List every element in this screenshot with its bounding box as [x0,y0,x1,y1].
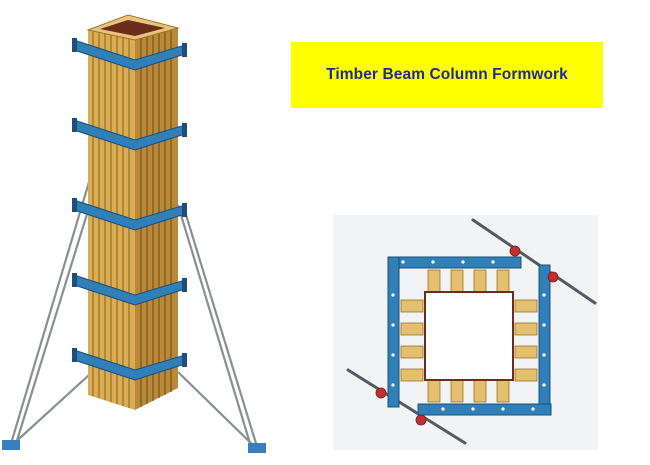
waler-couplers [72,38,187,367]
base-plates [2,440,266,453]
title-banner: Timber Beam Column Formwork [291,42,603,108]
concrete-core [100,20,165,36]
push-pull-props [8,171,260,451]
column-formwork-3d-illustration [2,14,266,453]
waler-bolts [391,260,546,411]
diagram-title: Timber Beam Column Formwork [326,66,568,83]
tie-rods [346,218,597,445]
column-formwork-plan-illustration [333,215,598,450]
plan-timber-beams [400,269,538,403]
concrete-section [424,291,514,381]
plan-walers [387,256,552,416]
plan-couplers [375,245,559,426]
